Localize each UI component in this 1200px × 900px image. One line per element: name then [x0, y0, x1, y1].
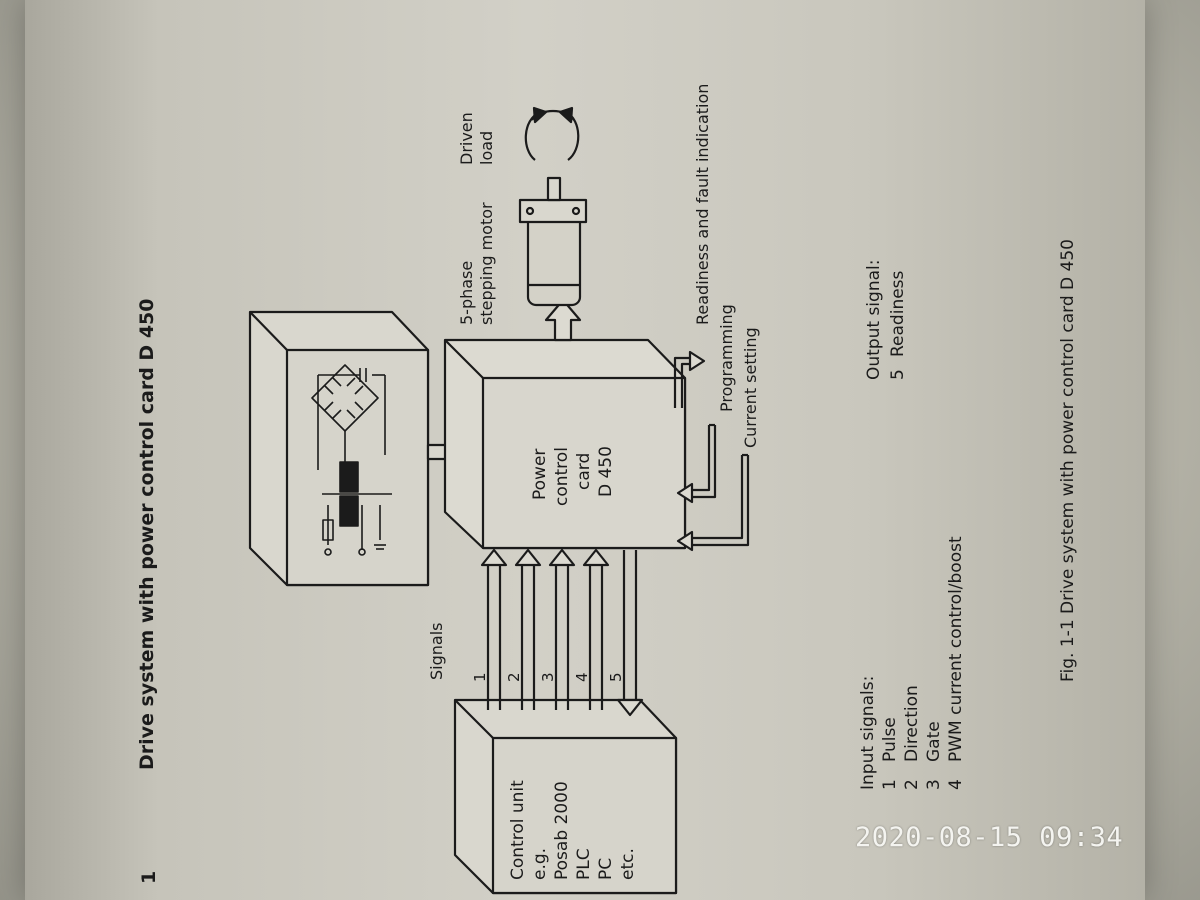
motor-label-line-1: 5-phase: [457, 260, 476, 325]
control-unit-line-3: Posab 2000: [552, 781, 572, 880]
input-signal-num-1: 1: [880, 779, 900, 790]
power-card-line-3: card: [574, 452, 594, 490]
control-unit-line-1: Control unit: [508, 780, 528, 880]
input-signal-label-2: Direction: [902, 685, 922, 762]
power-card-box: [443, 338, 687, 550]
signal-number-3: 3: [539, 672, 557, 682]
signal-number-2: 2: [505, 672, 523, 682]
output-signal-num-5: 5: [888, 369, 908, 380]
programming-label: Programming: [717, 304, 736, 412]
power-supply-box: [248, 310, 430, 587]
control-unit-line-5: PC: [596, 857, 616, 880]
signal-number-4: 4: [573, 672, 591, 682]
card-to-motor-arrow: [544, 298, 582, 342]
signal-number-5: 5: [607, 672, 625, 682]
power-card-line-4: D 450: [596, 446, 616, 497]
photo-timestamp: 2020-08-15 09:34: [855, 822, 1124, 853]
stepping-motor-drawing: [518, 176, 588, 307]
output-signal-label-5: Readiness: [888, 270, 908, 357]
readiness-fault-label: Readiness and fault indication: [693, 83, 712, 325]
rectifier-circuit-drawing: [311, 364, 392, 556]
power-card-line-1: Power: [530, 448, 550, 500]
control-unit-box: [453, 698, 678, 895]
signal-number-1: 1: [471, 672, 489, 682]
current-setting-label: Current setting: [741, 327, 760, 448]
control-unit-line-2: e.g.: [530, 847, 550, 880]
input-signal-label-1: Pulse: [880, 717, 900, 762]
input-signal-num-2: 2: [902, 779, 922, 790]
signal-arrows: [480, 548, 644, 717]
power-card-line-2: control: [552, 447, 572, 506]
input-signal-label-4: PWM current control/boost: [946, 536, 966, 762]
input-signal-num-4: 4: [946, 779, 966, 790]
current-setting-input-arrow: [692, 455, 750, 547]
programming-input-arrow: [692, 425, 717, 499]
input-signal-label-3: Gate: [924, 721, 944, 762]
figure-caption: Fig. 1-1 Drive system with power control…: [1058, 239, 1078, 682]
readiness-output-arrow: [673, 356, 690, 408]
control-unit-line-6: etc.: [618, 848, 638, 880]
input-signals-title: Input signals:: [858, 675, 878, 790]
driven-load-drawing: [524, 106, 580, 161]
load-label-line-1: Driven: [457, 112, 476, 165]
input-signal-num-3: 3: [924, 779, 944, 790]
load-label-line-2: load: [477, 130, 496, 165]
signals-label: Signals: [427, 622, 446, 680]
output-signal-title: Output signal:: [864, 259, 884, 380]
motor-label-line-2: stepping motor: [477, 202, 496, 325]
control-unit-line-4: PLC: [574, 848, 594, 880]
